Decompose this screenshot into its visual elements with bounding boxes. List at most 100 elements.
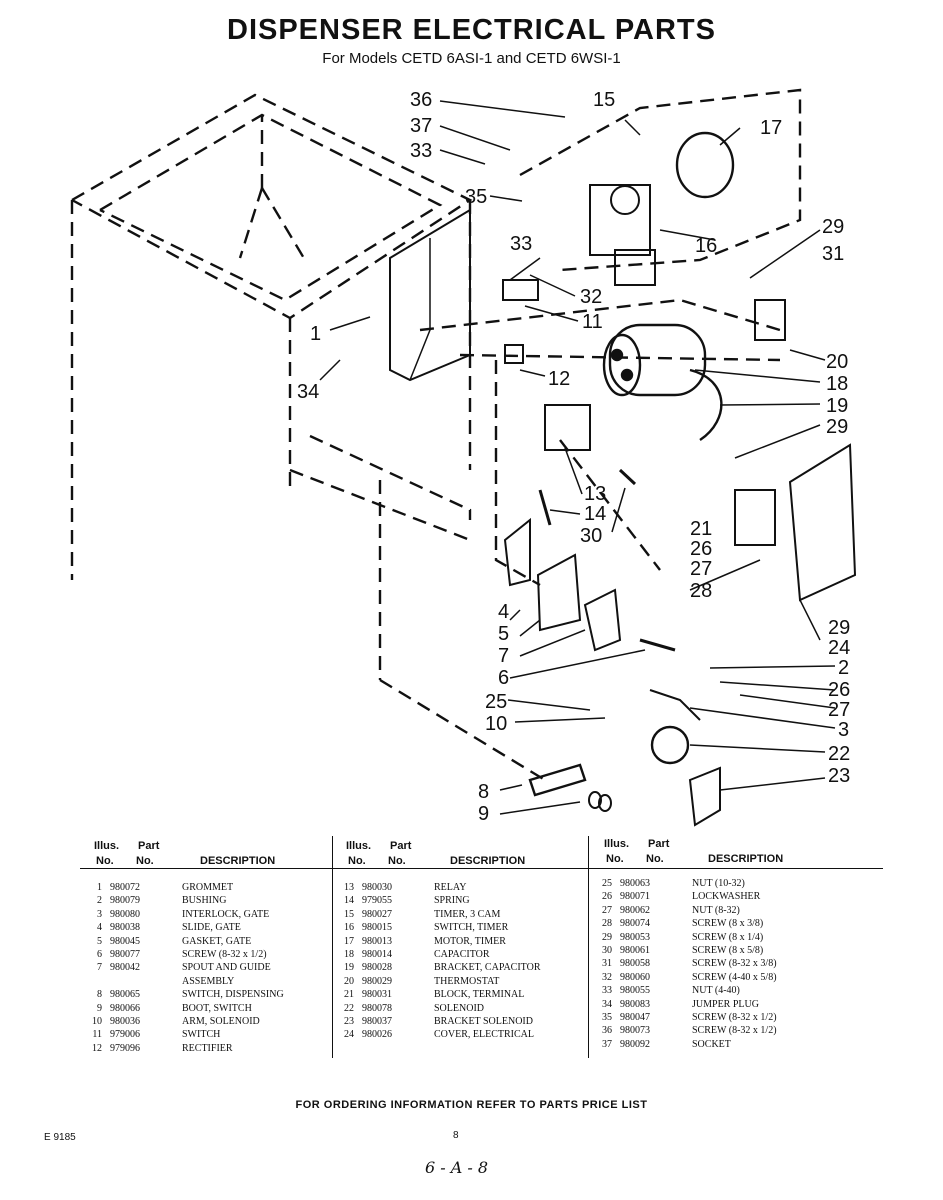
header-part: Part (648, 838, 670, 850)
cell-no: 17 (344, 935, 354, 947)
cell-part: 980055 (620, 985, 650, 997)
cell-no: 23 (344, 1015, 354, 1027)
cell-no: 2 (97, 895, 102, 907)
callout-33: 33 (410, 140, 432, 162)
cell-desc: NUT (8-32) (692, 904, 740, 916)
callout-13: 13 (584, 483, 606, 505)
cell-desc: GASKET, GATE (182, 935, 252, 947)
callout-31: 31 (822, 243, 844, 265)
cell-part: 980036 (110, 1015, 140, 1027)
callout-17: 17 (760, 117, 782, 139)
cell-no: 36 (602, 1025, 612, 1037)
document-code: E 9185 (44, 1132, 76, 1143)
callout-33b: 33 (510, 233, 532, 255)
cell-no: 7 (97, 962, 102, 974)
callout-23: 23 (828, 765, 850, 787)
callout-11: 11 (582, 311, 603, 333)
table-row: ASSEMBLY (86, 976, 326, 989)
cell-part: 980077 (110, 948, 140, 960)
cell-no: 5 (97, 935, 102, 947)
cell-desc: SPRING (434, 895, 470, 907)
callout-29a: 29 (822, 216, 844, 238)
cell-part: 980014 (362, 948, 392, 960)
ordering-footer: FOR ORDERING INFORMATION REFER TO PARTS … (295, 1099, 648, 1111)
callout-7: 7 (498, 645, 509, 667)
cell-desc: COVER, ELECTRICAL (434, 1029, 534, 1041)
callout-32: 32 (580, 286, 602, 308)
cell-part: 980031 (362, 989, 392, 1001)
header-part: Part (138, 840, 160, 852)
cell-part: 980058 (620, 958, 650, 970)
cell-no: 32 (602, 971, 612, 983)
cell-part: 980062 (620, 904, 650, 916)
cell-no: 6 (97, 948, 102, 960)
cell-no: 35 (602, 1011, 612, 1023)
cell-part: 980072 (110, 882, 140, 893)
cell-part: 980015 (362, 922, 392, 934)
cell-no: 12 (92, 1042, 102, 1054)
cell-no: 21 (344, 989, 354, 1001)
callout-18: 18 (826, 373, 848, 395)
cell-part: 980080 (110, 908, 140, 920)
callout-1: 1 (310, 323, 321, 345)
cell-desc: INTERLOCK, GATE (182, 908, 270, 920)
cell-desc: SCREW (4-40 x 5/8) (692, 971, 777, 983)
callout-6: 6 (498, 667, 509, 689)
callout-2: 2 (838, 657, 849, 679)
cell-desc: CAPACITOR (434, 948, 490, 960)
cell-part: 980061 (620, 944, 650, 956)
callout-9: 9 (478, 803, 489, 825)
callout-19: 19 (826, 395, 848, 417)
cell-desc: BRACKET, CAPACITOR (434, 962, 541, 974)
cell-part: 980026 (362, 1029, 392, 1041)
header-description: DESCRIPTION (200, 855, 276, 867)
callout-14: 14 (584, 503, 606, 525)
cell-no: 13 (344, 882, 354, 893)
cell-part: 980045 (110, 935, 140, 947)
callout-10: 10 (485, 713, 507, 735)
callout-8: 8 (478, 781, 489, 803)
cell-part: 980047 (620, 1011, 650, 1023)
callout-20: 20 (826, 351, 848, 373)
cell-no: 24 (344, 1029, 354, 1041)
cell-no: 8 (97, 989, 102, 1001)
cell-part: 980065 (110, 989, 140, 1001)
callout-30: 30 (580, 525, 602, 547)
cell-no: 10 (92, 1015, 102, 1027)
cell-no: 22 (344, 1002, 354, 1014)
cell-desc: ASSEMBLY (182, 975, 235, 987)
header-no: No. (96, 855, 114, 867)
table-header: Illus. Part No. No. DESCRIPTION (596, 838, 846, 868)
cell-desc: NUT (4-40) (692, 985, 740, 997)
page-title: DISPENSER ELECTRICAL PARTS (227, 14, 716, 46)
cell-part: 980092 (620, 1038, 650, 1050)
table-header: Illus. Part No. No. DESCRIPTION (86, 838, 326, 868)
cell-no: 30 (602, 944, 612, 956)
callout-28: 28 (690, 580, 712, 602)
table-divider (588, 836, 589, 1058)
cell-no: 34 (602, 998, 612, 1010)
header-illus: Illus. (604, 838, 630, 850)
cell-part: 980071 (620, 891, 650, 903)
page-subtitle: For Models CETD 6ASI-1 and CETD 6WSI-1 (322, 50, 621, 67)
page-number: 8 (453, 1130, 459, 1141)
